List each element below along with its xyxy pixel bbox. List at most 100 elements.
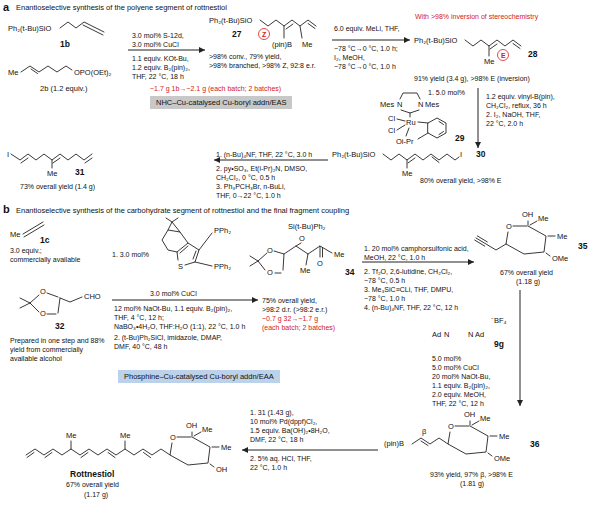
condition-text: 5.0 mol% CuCl (432, 363, 479, 372)
yield-note: 91% yield (3.4 g), >98% E (inversion) (414, 74, 530, 83)
atom-label: Me (221, 443, 231, 452)
atom-label: ⁻BF₄ (491, 316, 507, 325)
condition-text: THF, 22 °C, 12 h (432, 399, 484, 408)
atom-label: Me (484, 57, 494, 66)
atom-label: (pin)B (272, 40, 292, 49)
yield-note: 73% overall yield (1.4 g) (20, 182, 95, 191)
condition-text: NaBO₃•4H₂O, THF:H₂O (1:1), 22 °C, 1.0 h (114, 322, 245, 331)
atom-label: I (7, 150, 9, 159)
condition-text: −78 °C→0 °C, 1.0 h (334, 62, 396, 71)
atom-label: O (267, 246, 273, 255)
atom-label: Me (557, 232, 567, 241)
yield-note: (1.18 g) (516, 277, 540, 286)
compound-structure: Si(t-Bu)Ph₂OOOMeOMe3475% overall yield,>… (258, 220, 362, 336)
atom-label: OH (216, 465, 227, 474)
stereo-descriptor: E (501, 51, 506, 60)
atom-label: Ph₂(t-Bu)SiO (8, 24, 51, 33)
atom-label: N (468, 330, 473, 339)
skeletal-bond (11, 154, 92, 168)
condition-text: 2. Tf₂O, 2,6-lutidine, CH₂Cl₂, (364, 267, 452, 276)
method-banner: NHC–Cu-catalysed Cu-boryl addn/EAS (150, 96, 292, 109)
compound-number: 34 (345, 268, 354, 277)
condition-text: CH₂Cl₂, reflux, 36 h (486, 101, 547, 110)
yield-note: 93% yield, 97% β, >98% E (430, 470, 513, 479)
condition-text: 3.0 mol% CuCl (150, 289, 197, 298)
condition-text: 3.0 mol% CuCl (132, 40, 179, 49)
atom-label: Me (300, 266, 310, 275)
condition-text: 1. 20 mol% camphorsulfonic acid, (364, 244, 469, 253)
atom-label: Oi-Pr (396, 137, 414, 146)
atom-label: Me (10, 230, 20, 239)
compound-structure: Ph₂(t-Bu)SiOZ(pin)BMe27>98% conv., 79% y… (205, 12, 332, 72)
atom-label: Ph₂(t-Bu)SiO (414, 36, 457, 45)
condition-text: 1.2 equiv. B₂(pin)₂, (132, 63, 190, 72)
condition-text: CH₂Cl₂, 0 °C, 0.5 h (216, 173, 275, 182)
condition-text: 3. Me₃SiC≡CLi, THF, DMPU, (364, 285, 453, 294)
atom-label: Me (302, 40, 312, 49)
compound-number: 30 (476, 150, 485, 159)
yield-note: >98% conv., 79% yield, (209, 52, 281, 61)
condition-text: 2. 5% aq. HCl, THF, (250, 454, 312, 463)
atom-label: Ph₂(t-Bu)SiO (209, 16, 252, 25)
atom-label: Me (402, 169, 412, 178)
atom-label: S (178, 262, 183, 271)
atom-label: β (422, 427, 426, 436)
reaction-arrow (242, 450, 378, 451)
compound-number: 1b (60, 40, 70, 49)
condition-text: 2. I₂, NaOH, THF, (486, 110, 540, 119)
compound-number: 36 (530, 440, 539, 449)
atom-label: Me (480, 414, 490, 423)
atom-label: Mes (425, 100, 439, 109)
atom-label: N (418, 100, 423, 109)
yield-note: 3.0 equiv.; (10, 246, 42, 255)
reaction-arrow (214, 160, 328, 161)
condition-text: DMF, 22 °C, 18 h (250, 435, 303, 444)
reaction-arrow (478, 88, 479, 148)
yield-note: (1.81 g) (460, 479, 484, 488)
atom-label: N (444, 330, 449, 339)
reaction-arrow (332, 40, 410, 41)
reaction-arrow (128, 50, 205, 51)
yield-note: ~0.7 g 32→~1.7 g (262, 314, 318, 323)
atom-label: Me (538, 214, 548, 223)
atom-label: Me (334, 250, 344, 259)
compound-structure: Me1c3.0 equiv.;commercially available (5, 218, 100, 266)
compound-number: 29 (455, 134, 464, 143)
atom-label: OH (464, 410, 475, 419)
condition-text: THF, 4 °C, 12 h; (114, 313, 164, 322)
condition-text: 4. (n-Bu)₄NF, THF, 22 °C, 12 h (364, 303, 458, 312)
compound-structure: Ph₂(t-Bu)SiOMeI3080% overall yield, >98%… (328, 148, 598, 187)
yield-note: >98:2 d.r. (>98:2 e.r.) (262, 305, 327, 314)
condition-text: 1. 31 (1.43 g), (250, 408, 294, 417)
atom-label: Si(t-Bu)Ph₂ (288, 222, 326, 231)
atom-label: Ru (406, 118, 416, 127)
compound-number: 1c (40, 236, 49, 245)
atom-label: OPO(OEt)₂ (74, 68, 112, 77)
skeletal-bond (162, 218, 212, 266)
condition-text: 2. (t-Bu)Ph₂SiCl, imidazole, DMAP, (114, 333, 222, 342)
atom-label: Me (8, 68, 18, 77)
skeletal-bond (20, 293, 82, 314)
atom-label: Cl (388, 126, 395, 135)
skeletal-bond (170, 432, 219, 467)
prep-note: Prepared in one step and 88% yield from … (10, 336, 110, 363)
atom-label: O (267, 268, 273, 277)
atom-label: OH (522, 210, 533, 219)
atom-label: Me (202, 425, 212, 434)
skeletal-bond (383, 154, 459, 168)
stereo-circle (259, 29, 270, 40)
compound-structure: Ph₂(t-Bu)SiOMeE2891% yield (3.4 g), >98%… (410, 32, 598, 88)
yield-note: 67% overall yield (66, 480, 119, 489)
compound-number: 9g (494, 340, 504, 349)
condition-text: 1.5 equiv. Ba(OH)₂•8H₂O, (250, 426, 330, 435)
atom-label: OMe (552, 254, 568, 263)
condition-text: 1.1 equiv. KOt-Bu, (132, 54, 189, 63)
atom-label: O (40, 287, 46, 296)
atom-label: O (170, 433, 176, 442)
atom-label: OMe (494, 454, 510, 463)
compound-number: 27 (232, 30, 241, 39)
banner-text: NHC–Cu-catalysed Cu-boryl addn/EAS (156, 98, 286, 107)
condition-text: 1. (n-Bu)₄NF, THF, 22 °C, 3.0 h (216, 150, 312, 159)
atom-label: O (40, 309, 46, 318)
atom-label: Cl (388, 114, 395, 123)
